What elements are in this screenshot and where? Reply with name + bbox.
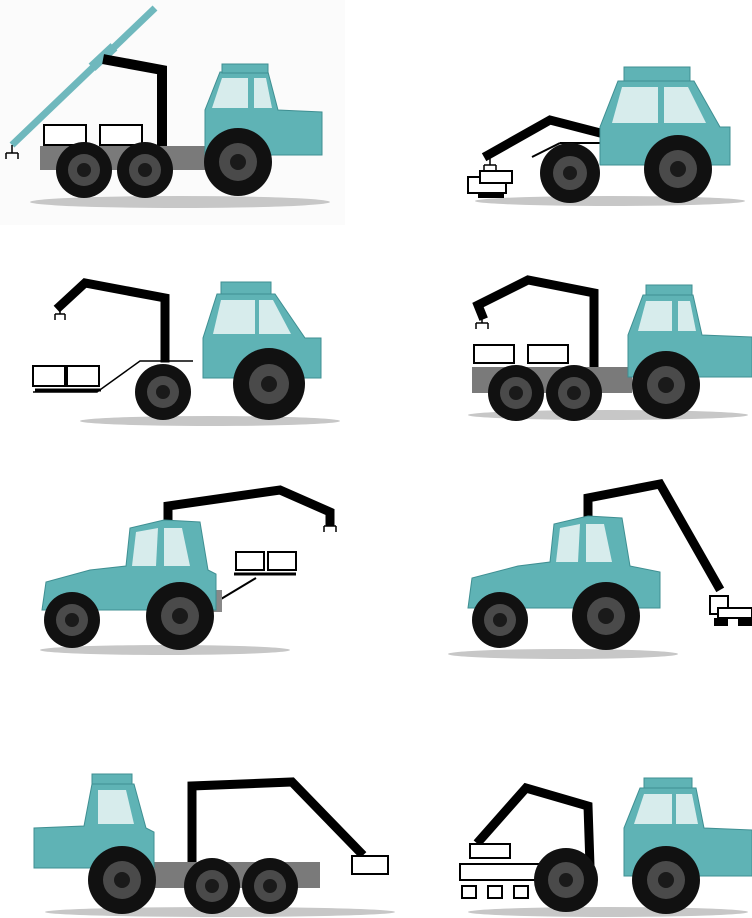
skidder-bunching-grapple-illustration <box>440 45 752 220</box>
rear-crane-harvester-head-illustration <box>438 462 752 680</box>
forwarder-long-boom-illustration <box>0 0 345 225</box>
six-wheel-crane-grapple-illustration <box>30 762 410 918</box>
panel-skidder-crane-clam <box>15 258 350 443</box>
panel-six-wheel-crane-grapple <box>30 762 410 918</box>
panel-forwarder-long-boom <box>0 0 345 225</box>
panel-rear-crane-harvester-head <box>438 462 752 680</box>
panel-forwarder-twin-bunk <box>448 255 752 440</box>
rear-crane-bunk-illustration <box>30 470 360 680</box>
skidder-crane-clam-illustration <box>15 258 350 443</box>
forwarder-twin-bunk-illustration <box>448 255 752 440</box>
panel-skidder-bunching-grapple <box>440 45 752 220</box>
front-crane-log-stack-illustration <box>448 766 752 918</box>
panel-rear-crane-bunk <box>30 470 360 680</box>
panel-front-crane-log-stack <box>448 766 752 918</box>
